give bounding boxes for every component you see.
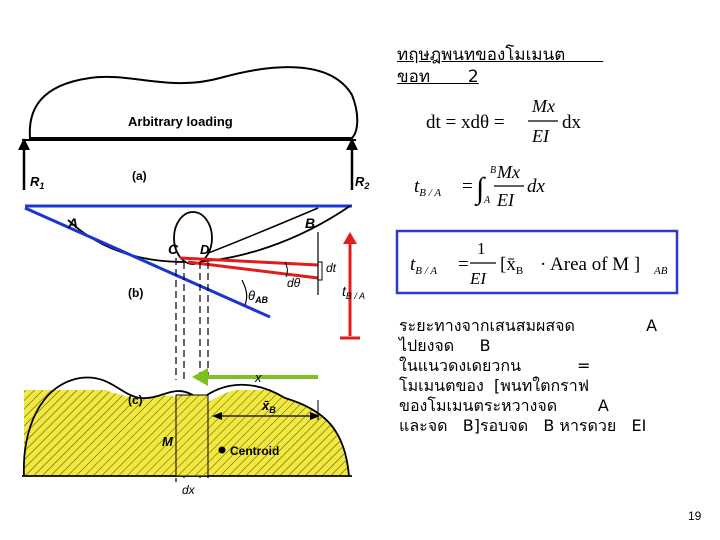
eq3-den: EI (469, 269, 487, 288)
description-line-4: โมเมนตของ [พนทใตกราฟ (399, 376, 590, 395)
theta-ab-label: θAB (248, 288, 269, 305)
loading-curve (28, 66, 359, 139)
dt-label: dt (326, 261, 337, 275)
centroid-dot (218, 446, 226, 454)
slide-title: ทฤษฎพนทของโมเมนต ขอท 2 (397, 44, 667, 88)
loading-label: Arbitrary loading (128, 114, 233, 129)
dtheta-arc (284, 261, 288, 278)
dt-bracket (318, 261, 323, 281)
eq1: dt = xdθ = (426, 112, 505, 133)
m-label: M (162, 434, 174, 449)
point-c: C (168, 241, 179, 257)
label-a: (a) (132, 169, 147, 183)
xb-arrowhead-left (212, 412, 222, 420)
eq2-num: Mx (496, 162, 520, 182)
title-line-2: ขอท 2 (397, 67, 479, 87)
page-number: 19 (688, 509, 702, 523)
red-tangent-2 (187, 260, 319, 280)
description-line-1: ระยะทางจากเสนสมผสจด A (399, 316, 658, 335)
description-line-6: และจด B]รอบจด B หารดวย EI (399, 416, 647, 435)
theta-arc (241, 279, 248, 306)
eq2-eq: = (462, 176, 473, 197)
eq2-tail: dx (527, 176, 546, 197)
eq2-lhs: tB / A (414, 176, 441, 199)
xb-arrowhead-right (310, 412, 320, 420)
moment-diagram-curve (23, 376, 350, 477)
dx-label: dx (182, 483, 196, 497)
description-line-2: ไปยงจด B (399, 336, 491, 355)
eq2-upper: B (490, 165, 496, 176)
eq3-sub2: AB (653, 265, 668, 277)
description: ระยะทางจากเสนสมผสจด A ไปยงจด B ในแนวดงเด… (399, 316, 699, 436)
eq3-lhs: tB / A (410, 254, 437, 277)
label-b: (b) (128, 286, 143, 300)
eq3-mid: · Area of M ] (540, 254, 640, 275)
label-c: (c) (128, 393, 143, 407)
r1-label: R1 (30, 174, 44, 191)
eq3-box (395, 229, 679, 295)
eq2-lower: A (483, 195, 491, 206)
t-ba-label: tB / A (342, 283, 365, 301)
red-tangent-1 (179, 256, 319, 267)
eq1-tail: dx (562, 112, 582, 133)
title-line-1: ทฤษฎพนทของโมเมนต (397, 45, 604, 65)
eq1-num: Mx (531, 96, 555, 116)
eq3-num: 1 (477, 239, 486, 258)
dtheta-label: dθ (287, 276, 301, 290)
x-arrowhead (192, 368, 208, 386)
description-line-3: ในแนวดงเดยวกน = (399, 356, 591, 375)
dx-strip (175, 394, 209, 477)
reaction-r1-arrowhead (18, 138, 30, 150)
tangent-at-a (24, 206, 271, 319)
eq3-bracket: [x̄B (500, 254, 523, 277)
eq1-den: EI (531, 126, 550, 146)
eq3-eq: = (458, 254, 469, 275)
x-label: x (254, 370, 262, 385)
point-b: B (305, 215, 315, 231)
point-a: A (67, 215, 78, 231)
reaction-r2-arrowhead (346, 138, 358, 150)
t-arrowhead-top (343, 232, 357, 244)
centroid-label: Centroid (230, 444, 279, 458)
eq2-den: EI (496, 190, 515, 210)
point-d: D (200, 242, 210, 257)
xb-label: x̄B (261, 398, 276, 415)
description-line-5: ของโมเมนตระหวางจด A (399, 396, 609, 415)
r2-label: R2 (355, 174, 369, 191)
eq2-integral: ∫ (474, 172, 486, 207)
